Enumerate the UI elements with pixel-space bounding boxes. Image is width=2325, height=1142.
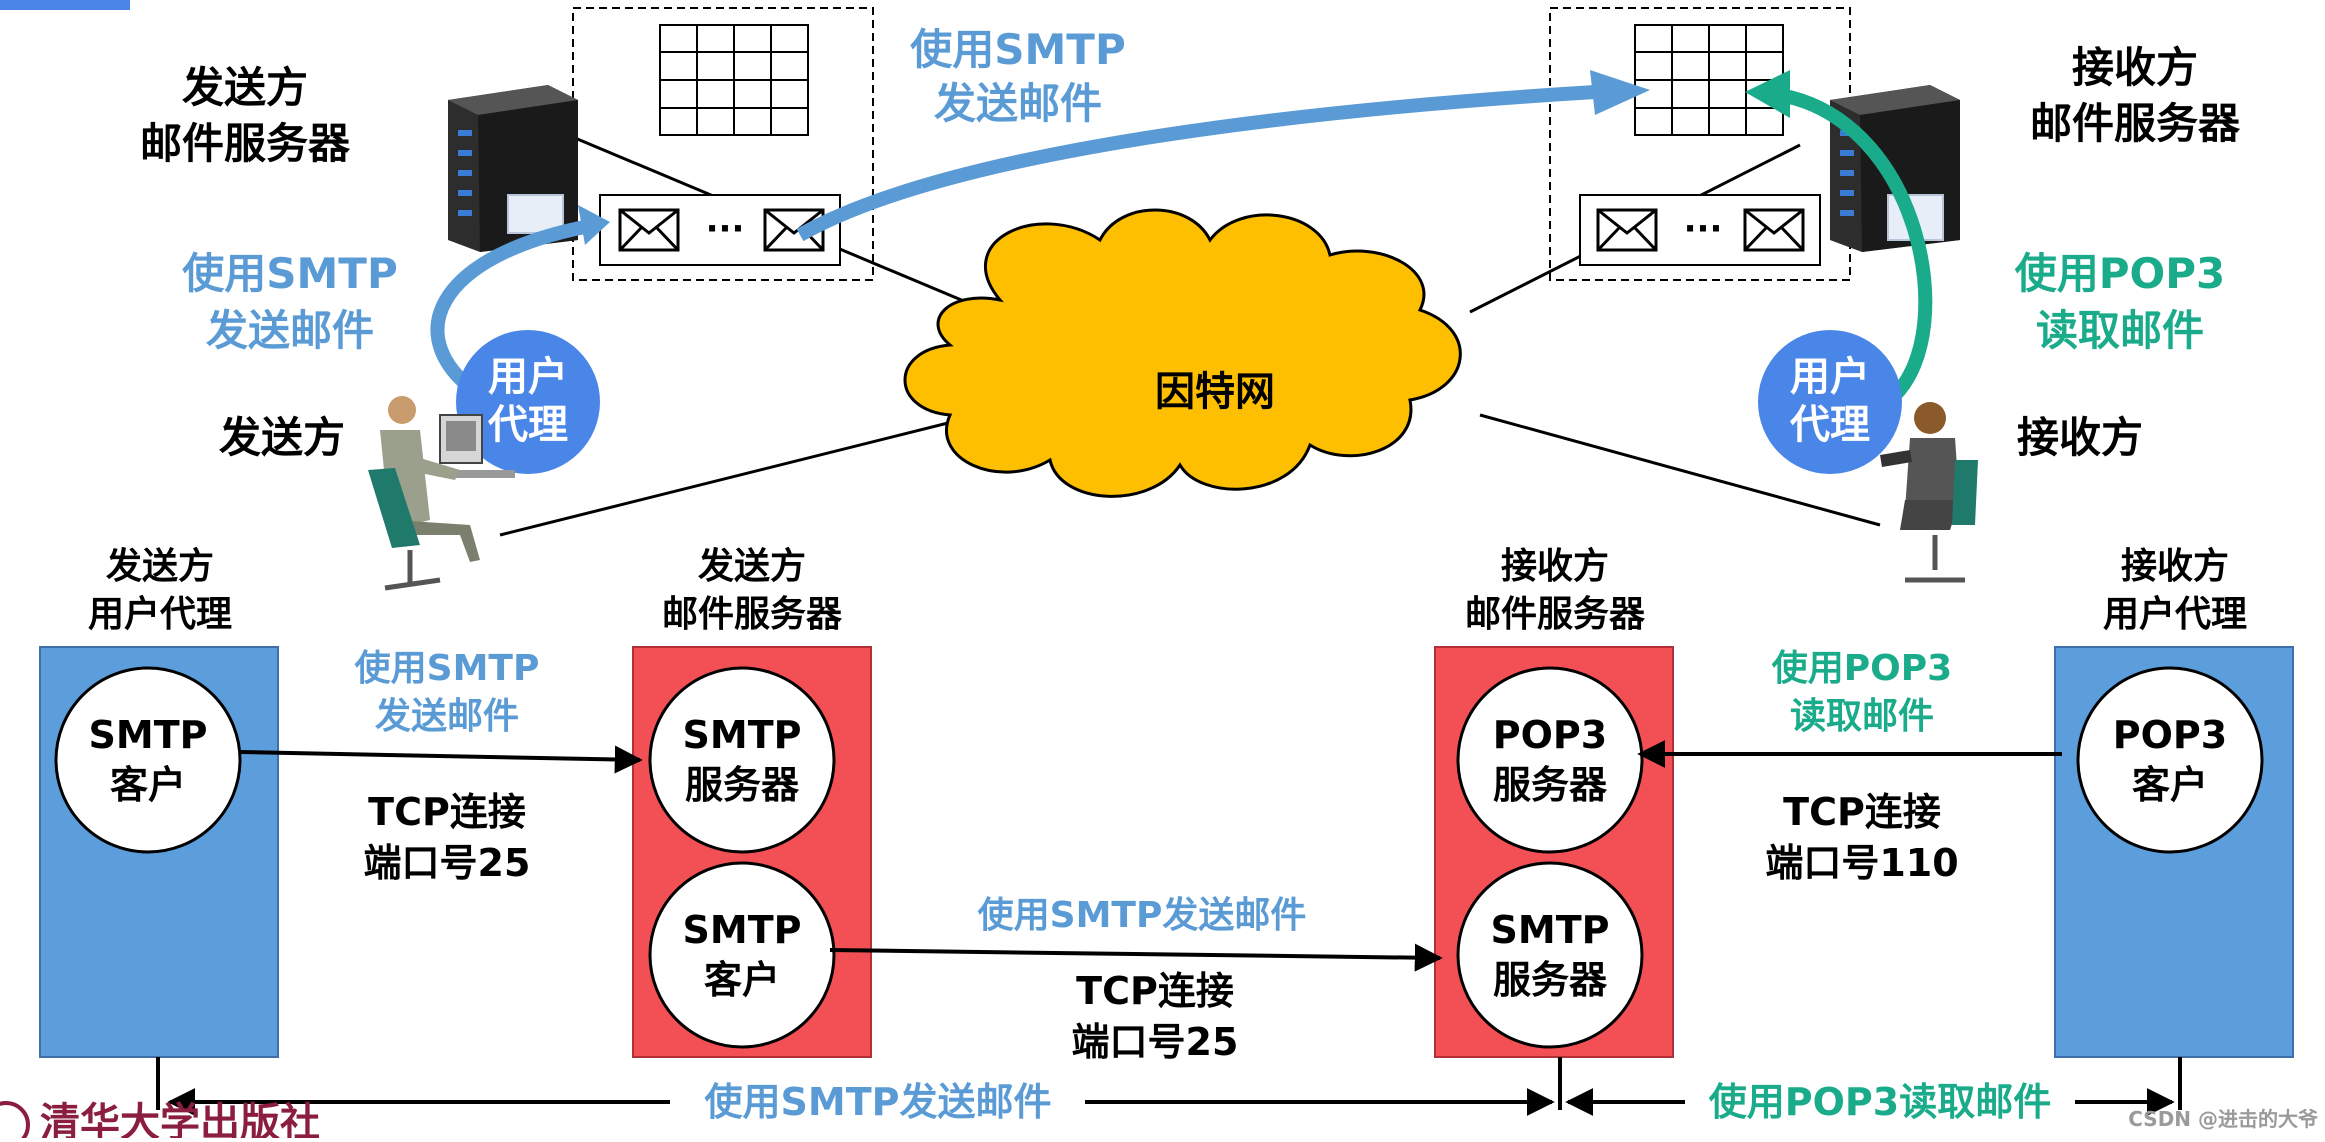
- arrow-head: [578, 205, 610, 245]
- pop3-client-circle: [2076, 666, 2264, 854]
- col2-title: 发送方: [698, 546, 806, 587]
- server-icon: [448, 85, 578, 252]
- pop3-server-circle: [1456, 666, 1644, 854]
- pop3-server-label: POP3: [1493, 713, 1607, 757]
- sender-grid: [659, 24, 809, 136]
- ellipsis-label: ···: [706, 209, 745, 249]
- smtp-client-1-label: SMTP: [89, 713, 208, 757]
- smtp-server-1-circle: [648, 666, 836, 854]
- arrow-head: [1745, 70, 1790, 118]
- receiver-server-label: 接收方: [2072, 43, 2198, 92]
- span-right-label: 使用POP3读取邮件: [1709, 1080, 2051, 1124]
- receiver-grid: [1634, 24, 1784, 136]
- smtp-server-2-circle: [1456, 861, 1644, 1049]
- envelope-icon: [1596, 208, 1658, 252]
- smtp-client-2-circle: [648, 861, 836, 1049]
- svg-text:代理: 代理: [487, 402, 568, 448]
- link3-tcp-label: 端口号110: [1765, 841, 1958, 885]
- span-left-label: 使用SMTP发送邮件: [705, 1080, 1052, 1124]
- receiver-label: 接收方: [2017, 413, 2143, 462]
- csdn-watermark: CSDN @进击的大爷: [2128, 1107, 2319, 1131]
- smtp-send-arrow-top: [796, 85, 1596, 242]
- receiver-person-icon: [1880, 402, 1978, 583]
- pop3-server-label: 服务器: [1493, 763, 1608, 807]
- svg-text:用户: 用户: [488, 354, 568, 400]
- user-agent-left-circle: 用户 代理: [456, 330, 600, 474]
- link3-tcp-label: TCP连接: [1783, 790, 1941, 834]
- publisher-logo: 清华大学出版社: [0, 1100, 320, 1142]
- sender-server-label: 发送方: [182, 63, 308, 112]
- smtp-server-2-label: SMTP: [1491, 908, 1610, 952]
- link1-label: 发送邮件: [375, 696, 519, 737]
- sender-label: 发送方: [219, 413, 345, 462]
- smtp-send-label-left: 使用SMTP: [182, 249, 397, 298]
- smtp-client-2-label: 客户: [704, 958, 780, 1002]
- mail-icon: [507, 194, 564, 234]
- sender-person-icon: [368, 396, 515, 591]
- server-icon: [1830, 85, 1960, 252]
- link1-arrow: [239, 745, 643, 774]
- pop3-client-label: 客户: [2132, 763, 2208, 807]
- smtp-send-label-left: 发送邮件: [206, 306, 374, 355]
- pop3-read-arrow: [1778, 88, 1933, 400]
- svg-text:代理: 代理: [1789, 402, 1870, 448]
- receiver-server-label: 邮件服务器: [2030, 99, 2241, 148]
- link1-tcp-label: TCP连接: [368, 790, 526, 834]
- smtp-server-1-label: 服务器: [685, 763, 800, 807]
- sender-server-label: 邮件服务器: [140, 119, 351, 168]
- smtp-send-arrow-left: [430, 218, 597, 401]
- pop3-client-label: POP3: [2113, 713, 2227, 757]
- col2-title: 邮件服务器: [662, 594, 843, 635]
- link1-tcp-label: 端口号25: [364, 841, 531, 885]
- svg-text:用户: 用户: [1790, 354, 1870, 400]
- smtp-client-1-label: 客户: [110, 763, 186, 807]
- pop3-read-label-right: 读取邮件: [2036, 306, 2204, 355]
- publisher-name: 清华大学出版社: [40, 1100, 320, 1138]
- pop3-read-label-right: 使用POP3: [2015, 249, 2226, 298]
- envelope-icon: [1743, 208, 1805, 252]
- col1-title: 发送方: [106, 546, 214, 587]
- arrow-head: [1590, 70, 1650, 115]
- smtp-send-label-top: 使用SMTP: [910, 25, 1125, 74]
- envelope-icon: [618, 208, 680, 252]
- link2-tcp-label: 端口号25: [1072, 1020, 1239, 1064]
- link1-label: 使用SMTP: [355, 648, 540, 689]
- link2-label: 使用SMTP发送邮件: [978, 895, 1307, 936]
- internet-label: 因特网: [1155, 369, 1275, 415]
- col4-title: 接收方: [2121, 546, 2229, 587]
- receiver-mailbox-frame: ···: [1549, 7, 1851, 281]
- smtp-send-label-top: 发送邮件: [934, 79, 1102, 128]
- smtp-client-1-circle: [54, 666, 242, 854]
- col1-title: 用户代理: [88, 594, 232, 635]
- ellipsis-label: ···: [1684, 209, 1723, 249]
- smtp-server-2-label: 服务器: [1493, 958, 1608, 1002]
- link2-arrow: [829, 943, 1443, 972]
- smtp-server-1-label: SMTP: [683, 713, 802, 757]
- link3-label: 读取邮件: [1790, 696, 1934, 737]
- sender-mailbox-frame: ···: [572, 7, 874, 281]
- corner-tab: [0, 0, 130, 10]
- user-agent-right-circle: 用户 代理: [1758, 330, 1902, 474]
- col4-title: 用户代理: [2103, 594, 2247, 635]
- link3-label: 使用POP3: [1772, 648, 1952, 689]
- smtp-client-2-label: SMTP: [683, 908, 802, 952]
- internet-cloud: 因特网: [903, 208, 1462, 498]
- link2-tcp-label: TCP连接: [1076, 969, 1234, 1013]
- col3-title: 接收方: [1501, 546, 1609, 587]
- col3-title: 邮件服务器: [1465, 594, 1646, 635]
